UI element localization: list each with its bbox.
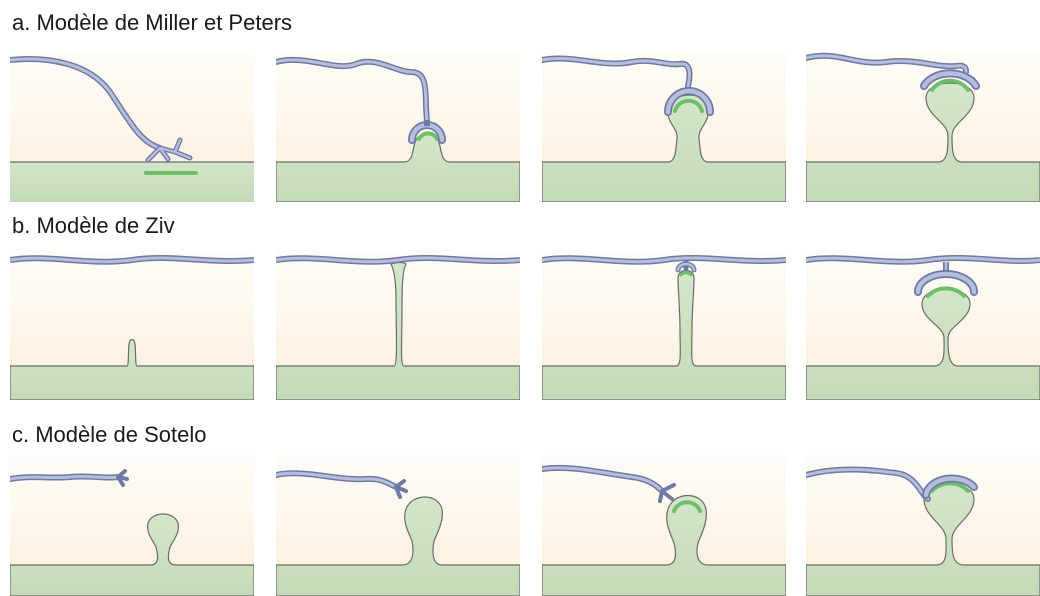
panel-c4-mature-synapse — [806, 455, 1040, 596]
row-title-miller-peters: a. Modèle de Miller et Peters — [12, 12, 292, 34]
panel-c2-spine-growth — [276, 455, 520, 596]
panel-a4-mature-synapse — [806, 52, 1040, 202]
panel-a1-axon-approach — [10, 52, 254, 202]
panel-a3-growing-spine — [542, 52, 786, 202]
panel-c1-isolated-spine — [10, 455, 254, 596]
panel-b1-filopodium — [10, 250, 254, 400]
row-title-ziv: b. Modèle de Ziv — [12, 215, 175, 237]
axon — [10, 258, 254, 262]
panel-a2-small-spine — [276, 52, 520, 202]
panel-b4-mature-synapse — [806, 250, 1040, 400]
row-title-sotelo: c. Modèle de Sotelo — [12, 424, 206, 446]
panel-b2-long-filopodium — [276, 250, 520, 400]
axon — [276, 258, 520, 262]
panel-c3-contact — [542, 455, 786, 596]
panel-b3-thickening-filopodium — [542, 250, 786, 400]
